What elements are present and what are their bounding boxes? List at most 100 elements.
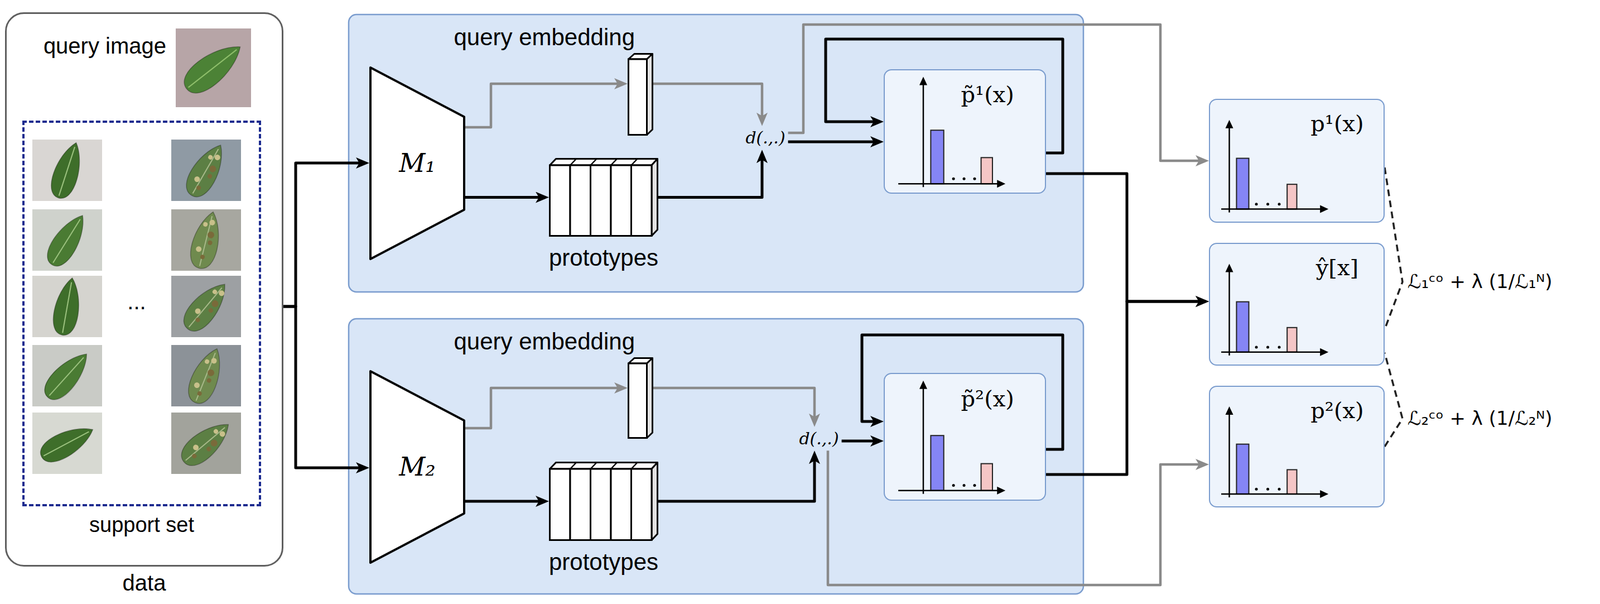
encoder-trapezoid: M₁ [369, 66, 466, 260]
ellipsis-dot [1278, 202, 1281, 206]
prototype-edge [570, 158, 577, 166]
leaf [177, 35, 250, 100]
node-label: query image [43, 32, 167, 59]
leaf [186, 208, 226, 272]
axis-arrow [996, 179, 1006, 188]
probability-bar [1287, 469, 1297, 494]
prototype-cell [631, 165, 653, 236]
proto-figure [548, 461, 659, 541]
distribution-box: p²(x) [1208, 385, 1385, 508]
probability-bar [930, 435, 944, 490]
ellipsis-dot [1278, 345, 1281, 349]
proto-figure [548, 157, 659, 237]
axis-arrow [1225, 263, 1234, 272]
prototype-edge [590, 158, 597, 166]
disease-spot [193, 175, 201, 183]
photo-background [175, 28, 252, 108]
flow-arrow [1046, 173, 1204, 302]
ellipsis-dot [1255, 487, 1259, 491]
prototype-edge [610, 462, 618, 470]
prototype-edge [590, 462, 597, 470]
leaf-vein [59, 146, 75, 196]
ellipsis-dot [1255, 202, 1259, 206]
distribution-box: p̃¹(x) [883, 69, 1047, 194]
probability-bar [1236, 301, 1249, 353]
probability-bar [930, 129, 944, 184]
disease-spot [205, 377, 212, 383]
leaf-vein [62, 282, 72, 334]
disease-spot [207, 306, 214, 313]
leaf-group [46, 138, 88, 202]
prototype-edge [631, 462, 638, 470]
ellipsis-dot [962, 483, 966, 487]
node-label: M₂ [398, 451, 436, 482]
leaf [41, 208, 94, 271]
axis-arrow [1225, 406, 1234, 415]
prototype-cell [610, 468, 632, 541]
leaf [50, 275, 85, 337]
disease-spot [194, 316, 201, 323]
loss-label: ℒ₁ᶜᵒ + λ (1/ℒ₁ᴺ) [1405, 270, 1555, 293]
probability-bar [1236, 158, 1249, 210]
loss-link [1384, 352, 1403, 447]
leaf [35, 418, 99, 467]
chart-axis [898, 489, 1000, 491]
leaf [183, 343, 230, 408]
node-label: data [122, 569, 167, 596]
leaf-group [35, 418, 99, 467]
node-label: d(.,.) [798, 429, 839, 449]
distance-function: d(.,.) [796, 426, 842, 451]
probability-bar [1236, 444, 1249, 494]
ellipsis-dot [952, 483, 956, 487]
photo-background [32, 275, 103, 337]
leaf-vein [193, 148, 219, 194]
ellipsis-dot [962, 177, 966, 181]
disease-spot [218, 429, 227, 438]
prototype-block: prototypes [548, 461, 659, 541]
embed-figure [627, 52, 654, 136]
flow-arrow [1046, 301, 1204, 475]
ellipsis-dot [1266, 487, 1270, 491]
probability-bar [981, 463, 993, 491]
prototype-cell [550, 468, 571, 541]
prototype-edge [610, 158, 618, 166]
ellipsis-dot [972, 177, 976, 181]
prototype-cell [570, 165, 591, 236]
chart-axis [1221, 208, 1323, 210]
query-arrow [465, 83, 623, 128]
flow-arrow [658, 455, 815, 501]
disease-spot [206, 368, 216, 378]
encoder-outline [370, 67, 465, 259]
disease-spot [194, 306, 202, 315]
query-arrow [653, 387, 815, 422]
prototype-top [550, 158, 658, 166]
disease-spot [196, 390, 202, 397]
disease-spot [204, 358, 210, 365]
prototype-edge [631, 158, 638, 166]
leaf-vein [185, 427, 225, 461]
vector-front [628, 363, 648, 438]
flow-arrow [841, 439, 879, 443]
disease-spot [191, 443, 200, 452]
node-label: d(.,.) [745, 128, 785, 148]
flow-arrow [465, 499, 544, 503]
photo-background [171, 412, 242, 474]
axis-arrow [919, 76, 928, 85]
node-label: query embedding [453, 328, 635, 355]
axis-arrow [1319, 489, 1329, 498]
prototype-side [651, 462, 658, 541]
leaf [46, 138, 88, 202]
chart-axis [1221, 493, 1323, 495]
probability-bar [1287, 184, 1297, 209]
photo-background [32, 344, 103, 407]
leaf-group [186, 208, 226, 272]
embedding-vector: query embedding [627, 52, 654, 136]
disease-spot [205, 445, 212, 452]
disease-spot [193, 381, 201, 389]
node-label: prototypes [548, 548, 659, 576]
distribution-box: p̃²(x) [883, 372, 1047, 501]
loss-label: ℒ₂ᶜᵒ + λ (1/ℒ₂ᴺ) [1405, 407, 1555, 430]
query-arrow [653, 83, 763, 121]
prototype-cell [610, 165, 632, 236]
axis-arrow [1319, 205, 1329, 214]
